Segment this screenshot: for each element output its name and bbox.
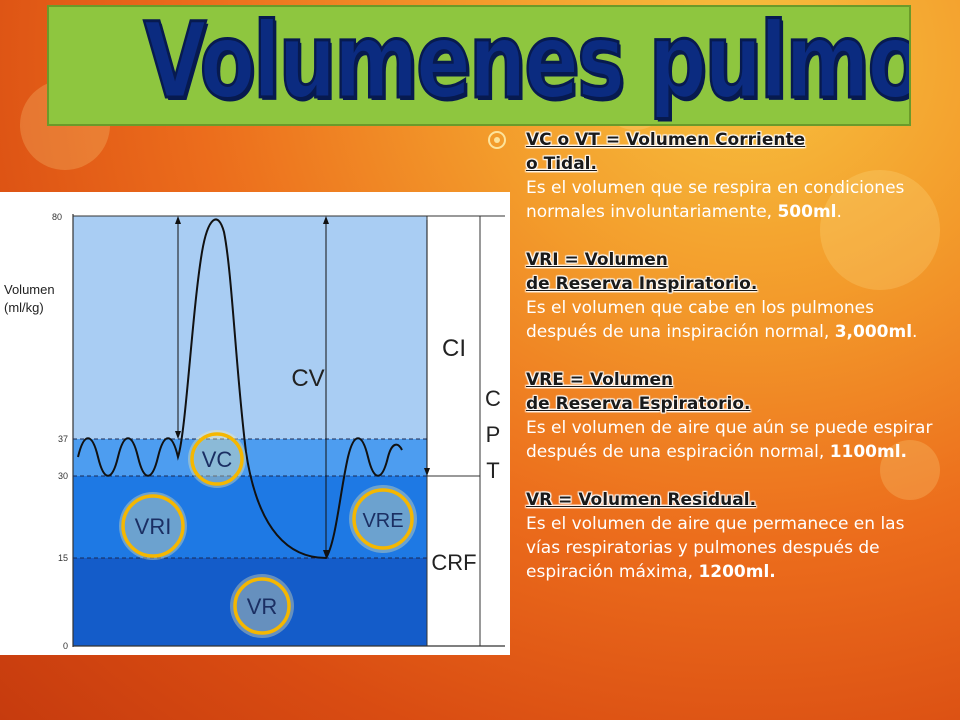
- y-tick-0: 0: [63, 641, 68, 651]
- label-cpt-c: C: [485, 386, 501, 411]
- definition-vr: VR = Volumen Residual. Es el volumen de …: [526, 488, 938, 584]
- desc-vre-text: Es el volumen de aire que aún se puede e…: [526, 418, 933, 462]
- lung-volume-diagram: 80 37 30 15 0 Volumen (ml/kg): [0, 192, 510, 655]
- y-tick-37: 37: [58, 434, 68, 444]
- vr-ring: [230, 574, 294, 638]
- y-axis-label-line1: Volumen: [4, 282, 55, 297]
- definition-vc: VC o VT = Volumen Corriente o Tidal. Es …: [526, 128, 938, 224]
- amount-vre: 1100ml.: [829, 442, 908, 462]
- vri-arrow-head-top: [175, 216, 181, 224]
- label-ci: CI: [442, 335, 466, 362]
- vri-ring: [119, 492, 187, 560]
- desc-vr: Es el volumen de aire que permanece en l…: [526, 512, 938, 584]
- term-vri-line2: de Reserva Inspiratorio.: [526, 274, 758, 294]
- term-vc-line2: o Tidal.: [526, 154, 597, 174]
- background-bokeh: [820, 170, 940, 290]
- desc-vri-text: Es el volumen que cabe en los pulmones d…: [526, 298, 874, 342]
- title-banner: Volumenes pulmonares: [47, 5, 911, 126]
- definition-vre: VRE = Volumen de Reserva Espiratorio. Es…: [526, 368, 938, 464]
- term-vre-line2: de Reserva Espiratorio.: [526, 394, 751, 414]
- label-vr: VR: [247, 594, 278, 619]
- vre-ring: [349, 485, 417, 553]
- desc-vre: Es el volumen de aire que aún se puede e…: [526, 416, 938, 464]
- desc-vc-text: Es el volumen que se respira en condicio…: [526, 178, 905, 222]
- desc-vri: Es el volumen que cabe en los pulmones d…: [526, 296, 938, 344]
- label-cpt-t: T: [486, 458, 499, 483]
- breathing-curve: [77, 218, 403, 560]
- cv-arrow-head-top: [323, 216, 329, 224]
- desc-vr-text: Es el volumen de aire que permanece en l…: [526, 514, 905, 582]
- y-axis-label-line2: (ml/kg): [4, 300, 44, 315]
- amount-vri: 3,000ml: [834, 322, 913, 342]
- term-vri-line1: VRI = Volumen: [526, 250, 668, 270]
- amount-vr: 1200ml.: [698, 562, 776, 582]
- ci-arrow-head: [424, 468, 430, 476]
- y-tick-30: 30: [58, 471, 68, 481]
- label-vre: VRE: [362, 510, 403, 532]
- vc-ring: [188, 430, 246, 488]
- lung-volume-svg: 80 37 30 15 0 Volumen (ml/kg): [4, 212, 505, 651]
- vri-arrow-head-bottom: [175, 431, 181, 439]
- y-tick-15: 15: [58, 553, 68, 563]
- desc-vc: Es el volumen que se respira en condicio…: [526, 176, 938, 224]
- cv-arrow-head-bottom: [323, 550, 329, 558]
- term-vr-line1: VR = Volumen Residual.: [526, 490, 757, 510]
- y-tick-80: 80: [52, 212, 62, 222]
- desc-vc-end: .: [836, 202, 842, 222]
- label-crf: CRF: [431, 550, 476, 575]
- term-vc-line1: VC o VT = Volumen Corriente: [526, 130, 806, 150]
- background-bokeh: [880, 440, 940, 500]
- bullet-icon: [488, 131, 506, 149]
- definition-vri: VRI = Volumen de Reserva Inspiratorio. E…: [526, 248, 938, 344]
- page-title: Volumenes pulmonares: [142, 5, 911, 123]
- label-cpt-p: P: [486, 422, 501, 447]
- label-vri: VRI: [135, 514, 172, 539]
- zone-vri: [73, 216, 427, 439]
- label-vc: VC: [202, 447, 233, 472]
- label-cv: CV: [291, 365, 324, 392]
- desc-vri-end: .: [912, 322, 918, 342]
- term-vre-line1: VRE = Volumen: [526, 370, 674, 390]
- amount-vc: 500ml: [777, 202, 837, 222]
- definitions-list: VC o VT = Volumen Corriente o Tidal. Es …: [488, 128, 938, 608]
